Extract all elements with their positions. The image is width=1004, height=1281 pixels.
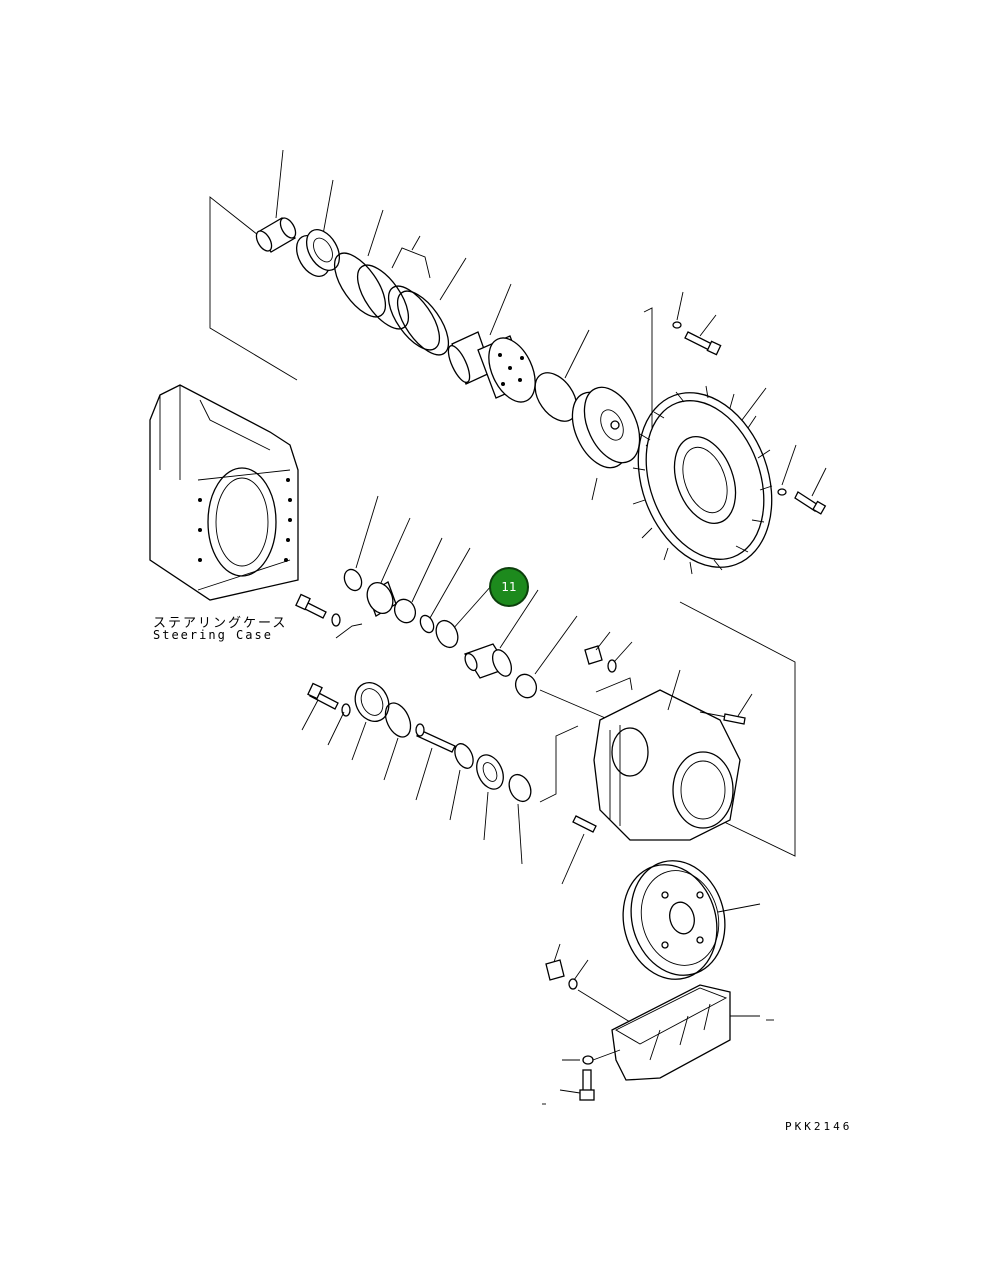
part-callout-badge[interactable]: 11 xyxy=(489,567,529,607)
middle-small-parts xyxy=(295,568,538,699)
leader-lines-top xyxy=(275,149,598,501)
snap-rings xyxy=(333,252,450,356)
bearing-part xyxy=(295,229,341,277)
steering-case-label-jp: ステアリングケース xyxy=(153,616,288,631)
leader-lines-middle xyxy=(335,495,578,675)
bottom-cover xyxy=(542,943,774,1105)
hub-plate xyxy=(571,386,641,469)
sprocket-gear xyxy=(632,385,773,575)
top-bracket-lines xyxy=(209,196,298,381)
steering-case-label-en: Steering Case xyxy=(153,628,273,642)
large-gear xyxy=(622,860,761,980)
hub-shaft xyxy=(447,331,536,403)
part-callout-number: 11 xyxy=(501,580,517,594)
drawing-code: PKK2146 xyxy=(785,1120,853,1133)
final-drive-case xyxy=(539,601,796,885)
lower-left-parts xyxy=(301,682,532,865)
bolt-right-sprocket xyxy=(777,444,827,515)
o-ring-part xyxy=(534,372,578,422)
steering-case xyxy=(149,384,299,601)
bushing-part xyxy=(255,217,297,253)
